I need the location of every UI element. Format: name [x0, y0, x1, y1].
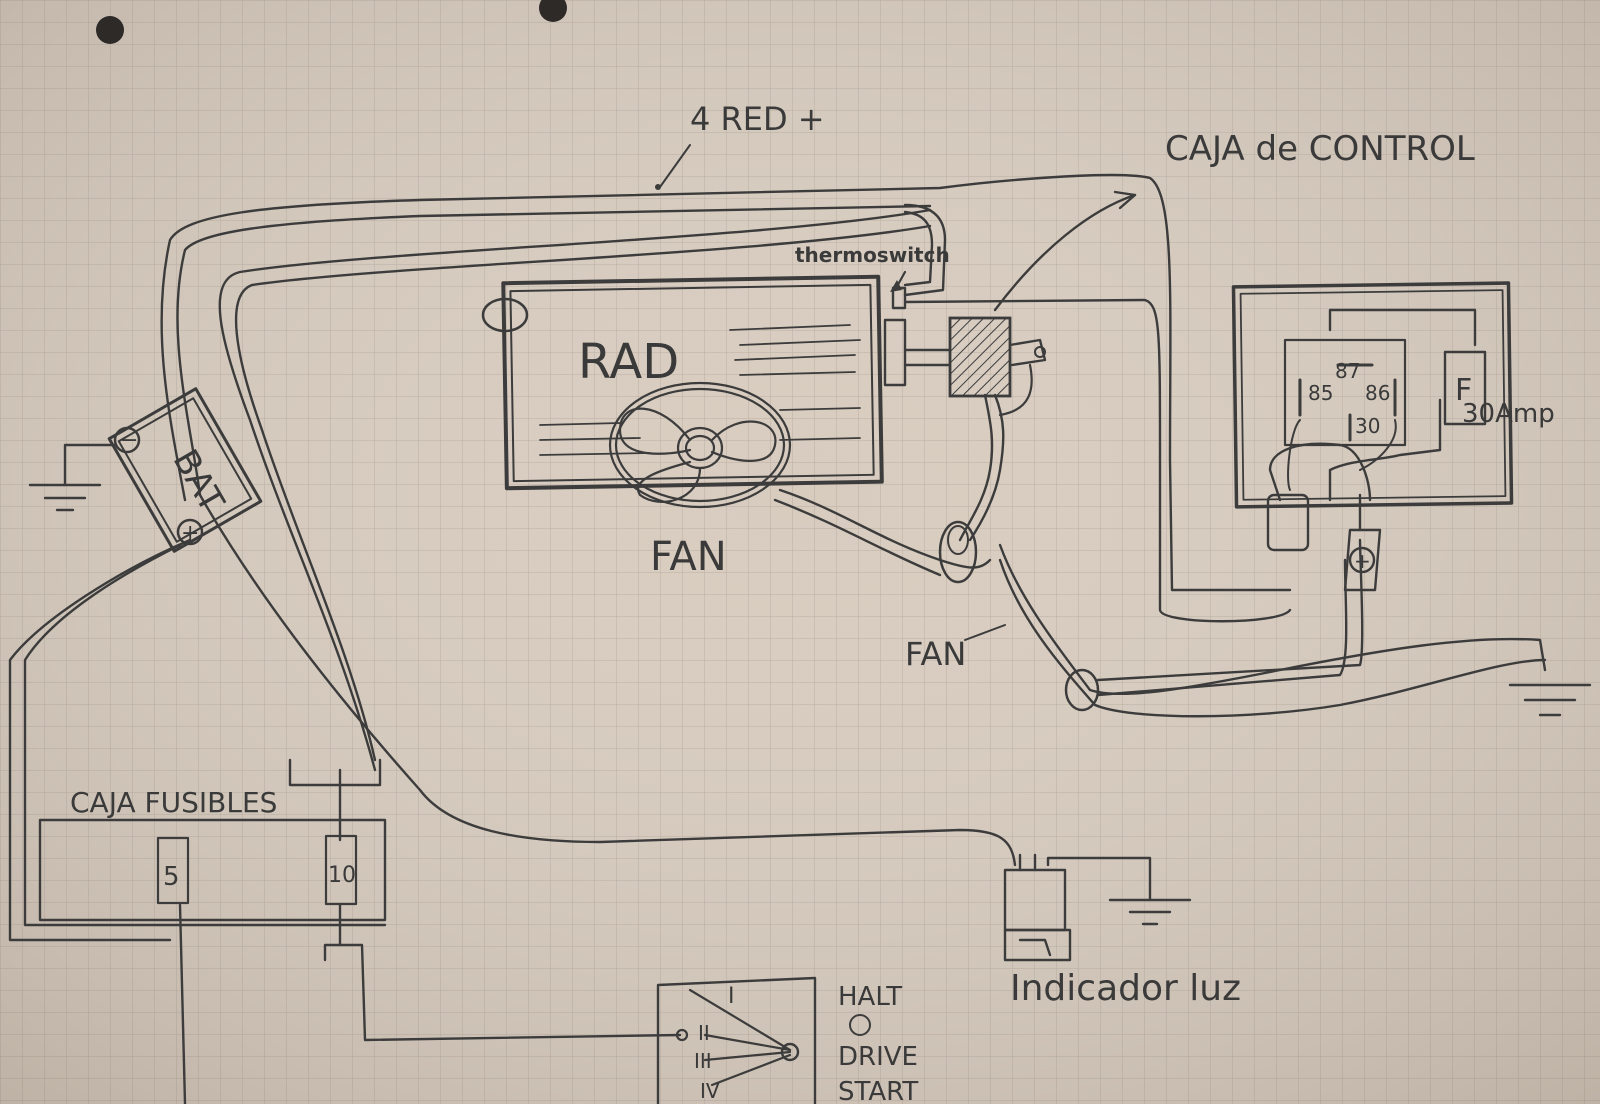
relay-fuse-rating: 30Amp [1462, 399, 1555, 429]
ignition-switch: I II III IV [656, 976, 817, 1104]
control-box: 87 85 86 30 F 30Amp [1231, 281, 1555, 509]
fuse-box: 5 10 [38, 818, 387, 922]
battery-negative-terminal [113, 426, 141, 454]
wire-dot [655, 184, 661, 190]
indicator-light [1003, 853, 1072, 962]
fuse-10-label: 10 [328, 863, 356, 888]
ignition-pos-3: III [694, 1049, 712, 1073]
punch-hole-left [96, 16, 124, 44]
ignition-halt-label: HALT [838, 982, 902, 1012]
ignition-pos-4: IV [700, 1079, 720, 1103]
fan-label: FAN [650, 534, 727, 580]
leader-4-red [659, 144, 691, 188]
wires [8, 173, 1547, 1104]
ignition-drive-label: DRIVE [838, 1042, 918, 1072]
battery-neg-label: − [120, 428, 138, 453]
punch-hole-right [539, 0, 567, 22]
fan [608, 381, 792, 509]
indicator-label: Indicador luz [1010, 968, 1241, 1009]
relay-fuse-label: F [1455, 373, 1472, 408]
relay-87-label: 87 [1335, 359, 1360, 383]
radiator-label: RAD [578, 334, 679, 390]
fan-wire-leader [964, 624, 1006, 641]
battery-pos-label: + [181, 521, 199, 546]
fan-wire-label: FAN [905, 635, 966, 673]
ground-symbol-right [1508, 683, 1592, 717]
thermoswitch-arrowhead [890, 280, 902, 292]
control-box-label: CAJA de CONTROL [1165, 129, 1475, 169]
ignition-pos-1: I [728, 984, 735, 1009]
plus-terminal-label: + [1354, 549, 1371, 573]
ground-symbol-battery [28, 443, 117, 512]
control-box-connectors [1266, 493, 1382, 592]
relay-86-label: 86 [1365, 381, 1390, 405]
plus-terminal [1348, 546, 1376, 574]
fan-wire-sleeve-inner [947, 525, 969, 555]
battery-positive-terminal [176, 518, 204, 546]
relay-30-label: 30 [1355, 414, 1380, 438]
thermo-connector [948, 316, 1047, 417]
fan-wire-sleeve [938, 520, 978, 584]
ignition-start-label: START [838, 1077, 918, 1104]
ignition-pos-2: II [698, 1021, 710, 1045]
relay-85-label: 85 [1308, 381, 1333, 405]
fuse-5-label: 5 [163, 862, 180, 892]
fuse-box-label: CAJA FUSIBLES [70, 786, 277, 819]
ignition-off-mark [849, 1014, 871, 1036]
wire-top-label: 4 RED + [690, 100, 825, 138]
thermoswitch-label: thermoswitch [795, 243, 950, 267]
ground-wire-sleeve [1064, 668, 1100, 712]
ground-symbol-indicator [1108, 898, 1192, 926]
